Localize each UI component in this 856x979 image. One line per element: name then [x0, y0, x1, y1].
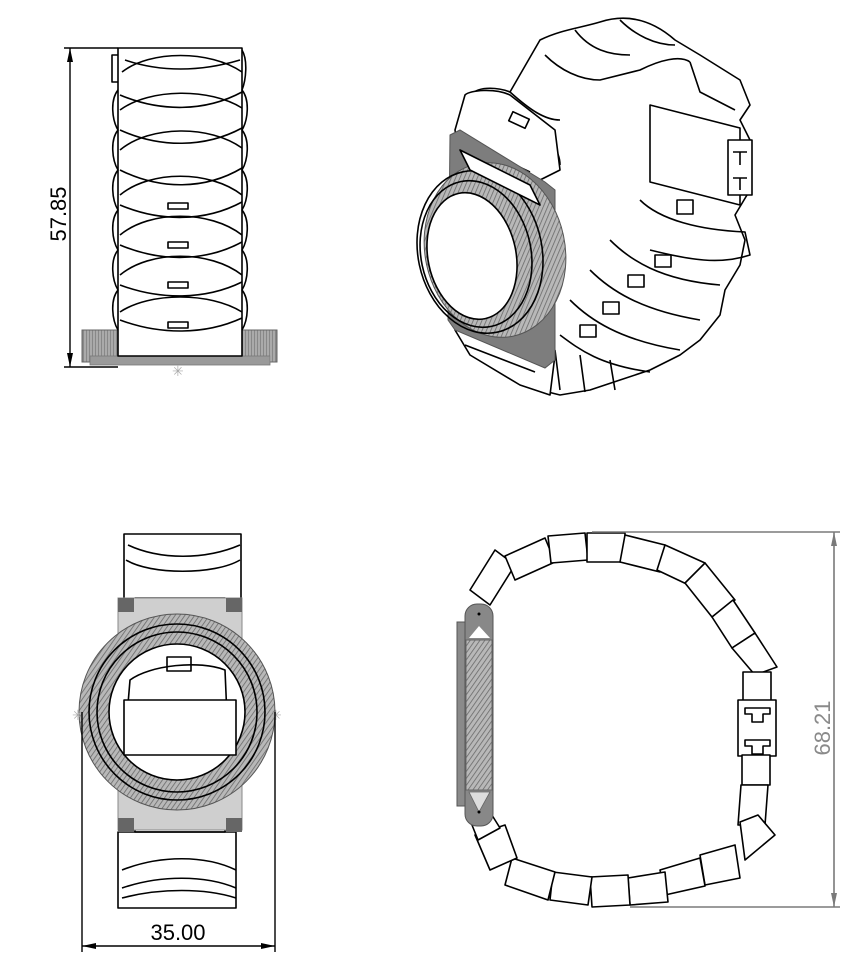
bracelet-links-side: [111, 47, 249, 357]
center-mark-icon: ✳: [270, 708, 282, 724]
top-view: 68.21: [456, 531, 840, 908]
front-view: ✳ ✳ 35.00: [72, 533, 282, 952]
side-view: ✳ 57.85: [46, 47, 278, 380]
dimension-depth-label: 68.21: [810, 700, 835, 755]
dimension-width-label: 35.00: [150, 920, 205, 945]
watch-case-front: [78, 597, 276, 832]
isometric-view: [416, 17, 753, 396]
watch-case-iso: [416, 129, 567, 369]
dimension-height: 57.85: [46, 47, 118, 368]
bracelet-links-top: [469, 532, 778, 908]
dimension-width: 35.00: [81, 712, 276, 952]
dimension-depth: 68.21: [592, 531, 840, 908]
center-mark-icon: ✳: [72, 708, 84, 724]
bracelet-strap-bottom: [117, 817, 237, 909]
watch-case-top: [456, 603, 494, 827]
dimension-height-label: 57.85: [46, 186, 71, 241]
center-mark-icon: ✳: [172, 364, 184, 380]
